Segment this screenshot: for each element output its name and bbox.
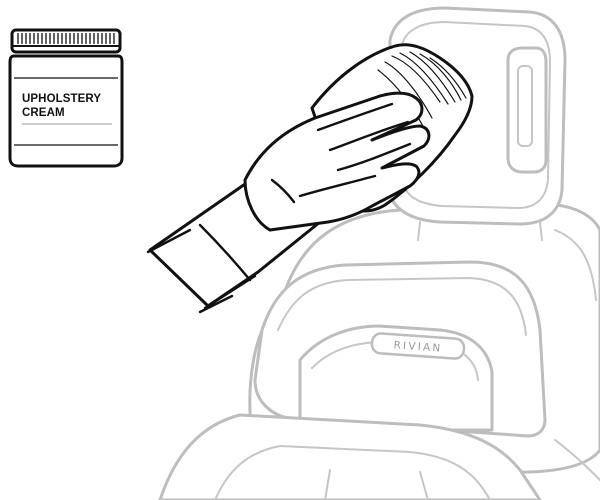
jar-label-line1: UPHOLSTERY xyxy=(22,93,101,105)
jar-label-line2: CREAM xyxy=(22,107,65,119)
upholstery-cream-jar-icon: UPHOLSTERY CREAM xyxy=(10,30,122,166)
